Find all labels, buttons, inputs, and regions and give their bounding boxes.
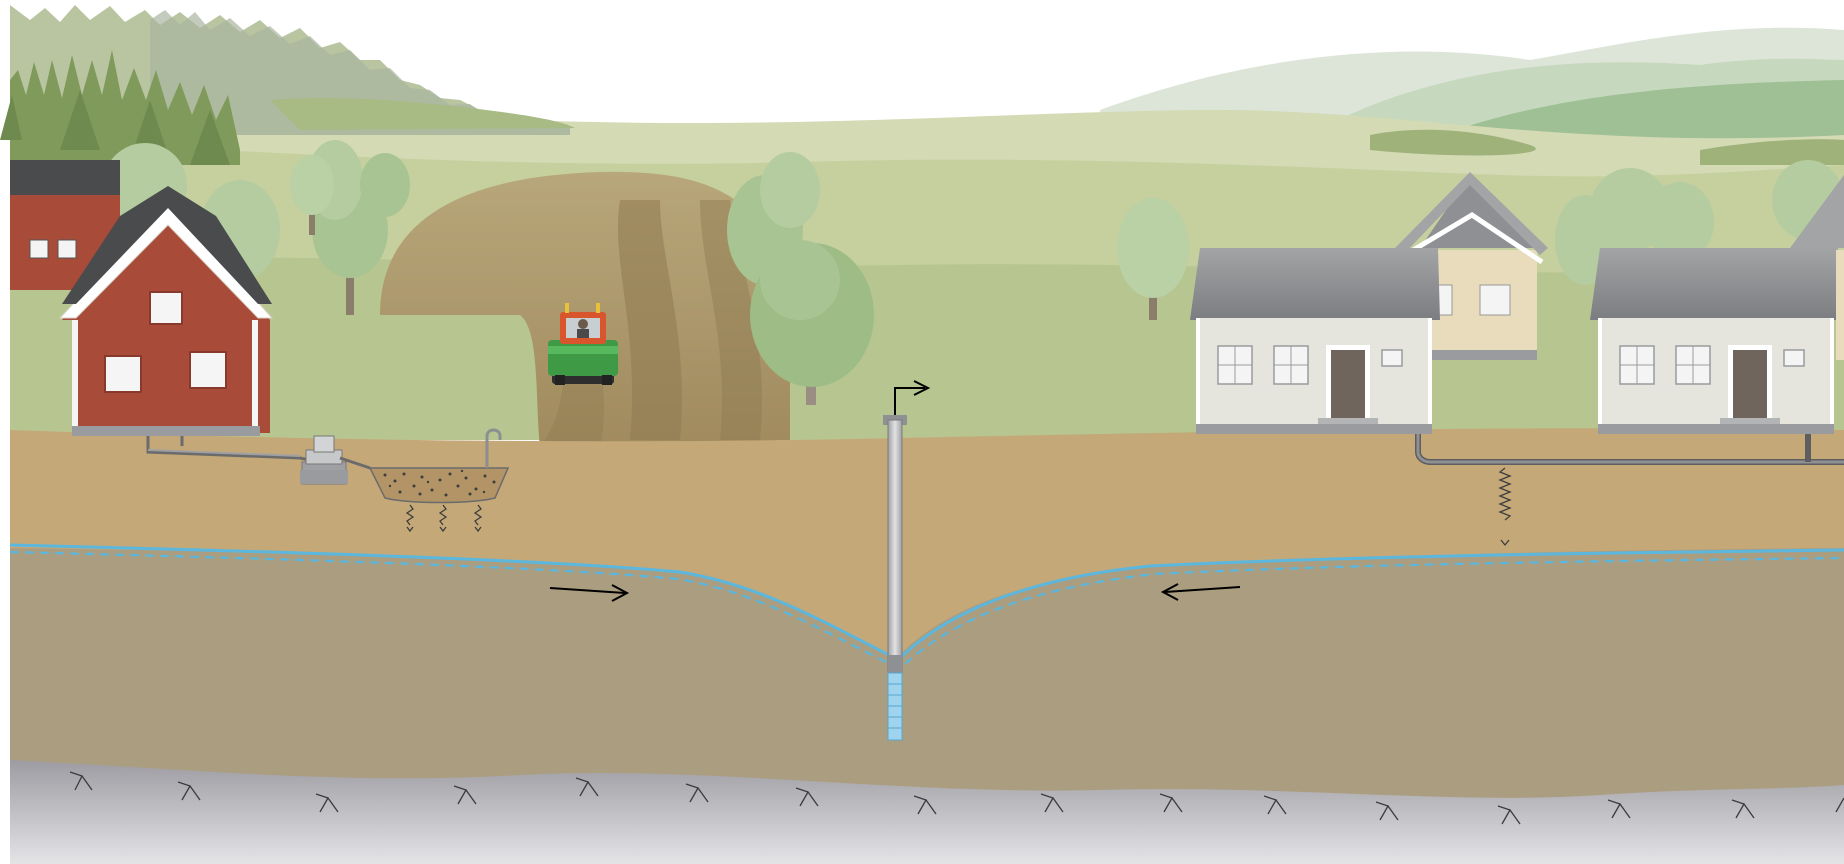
white-house-right	[1590, 248, 1840, 434]
white-houses	[1190, 175, 1844, 434]
groundwater-table	[9, 543, 1844, 665]
sewer-pipe	[1415, 430, 1844, 547]
tree	[750, 240, 874, 405]
forest-background	[10, 5, 1844, 165]
well-output-arrow	[894, 380, 931, 415]
infiltration-bed	[368, 428, 510, 504]
white-house-left	[1190, 248, 1440, 434]
sewer-leak	[1498, 467, 1512, 547]
groundwater-well	[883, 380, 931, 741]
tractor	[548, 303, 618, 385]
tree	[1117, 198, 1189, 320]
tree	[290, 155, 334, 235]
seepage-arrows	[405, 504, 483, 533]
flow-arrow-left	[1160, 583, 1241, 601]
partial-house	[1790, 175, 1844, 360]
flow-arrow-right	[549, 584, 630, 602]
bedrock	[10, 760, 1844, 864]
trees	[103, 140, 1844, 405]
tree	[307, 140, 410, 315]
septic-tank	[300, 435, 348, 485]
tree	[1555, 160, 1844, 285]
red-house	[10, 160, 274, 436]
septic-system	[146, 428, 510, 533]
